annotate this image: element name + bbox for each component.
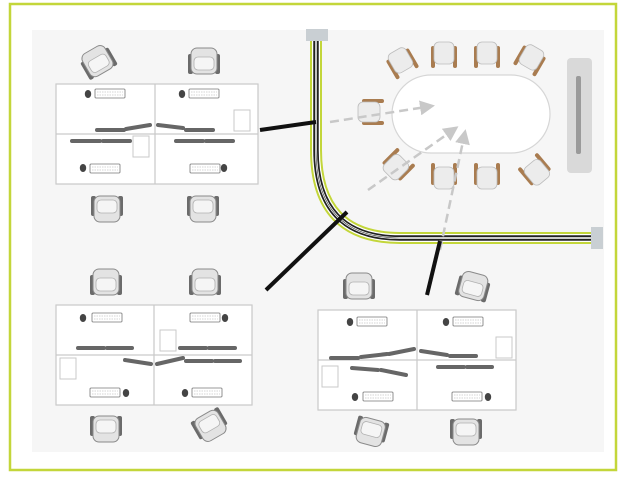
connector-lines	[259, 120, 442, 296]
workstation-cluster-bottom-left	[55, 268, 253, 446]
meeting-chair	[430, 162, 458, 190]
meeting-chair	[430, 41, 458, 69]
office-chair	[188, 268, 222, 296]
wall-end-cap-top	[306, 29, 328, 41]
wall-end-cap-right	[591, 227, 603, 249]
meeting-chair	[473, 162, 501, 190]
meeting-room-wall	[310, 38, 597, 244]
office-chair	[342, 272, 376, 300]
office-chair	[186, 195, 220, 223]
office-chair	[90, 195, 124, 223]
workstation-cluster-top-left	[55, 41, 259, 223]
meeting-chair-left	[357, 98, 385, 126]
workstation-cluster-bottom-right	[317, 268, 517, 450]
office-chair	[449, 418, 483, 446]
meeting-table	[391, 74, 551, 154]
office-chair	[89, 415, 123, 443]
office-chair	[187, 47, 221, 75]
office-chair	[89, 268, 123, 296]
sightline-arrows	[329, 100, 470, 251]
meeting-chair	[473, 41, 501, 69]
wall-screen	[567, 58, 592, 173]
